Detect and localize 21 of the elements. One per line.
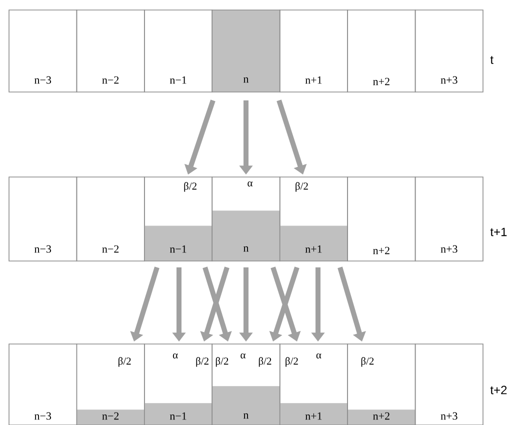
grid-cell: β/2 α n+1 [279, 344, 348, 425]
grid-cell: n−3 [8, 344, 78, 425]
grid-cell: n−1 [144, 10, 213, 92]
grid-cell: β/2 α β/2 n [212, 344, 280, 425]
grid-cell: n+2 [347, 10, 416, 92]
grid-cell: β/2 n+1 [279, 176, 348, 262]
grid-cell: β/2 n−2 [76, 344, 145, 425]
grid-cell: n+3 [414, 10, 484, 92]
grid-cell: β/2 n+2 [347, 344, 416, 425]
grid-cell: β/2 n−1 [144, 176, 213, 262]
grid-cell: n [212, 10, 280, 92]
grid-cell: n+3 [414, 344, 484, 425]
grid-cell: n−3 [8, 10, 78, 92]
grid-cell: n−2 [76, 10, 145, 92]
grid-cell: α β/2 n−1 [144, 344, 213, 425]
grid-cell: n−2 [76, 176, 145, 262]
grid-cell: n+1 [279, 10, 348, 92]
grid-cell: n+2 [347, 176, 416, 262]
grid-cell: n−3 [8, 176, 78, 262]
grid-cell: α n [212, 176, 280, 262]
grid-cell: n+3 [414, 176, 484, 262]
